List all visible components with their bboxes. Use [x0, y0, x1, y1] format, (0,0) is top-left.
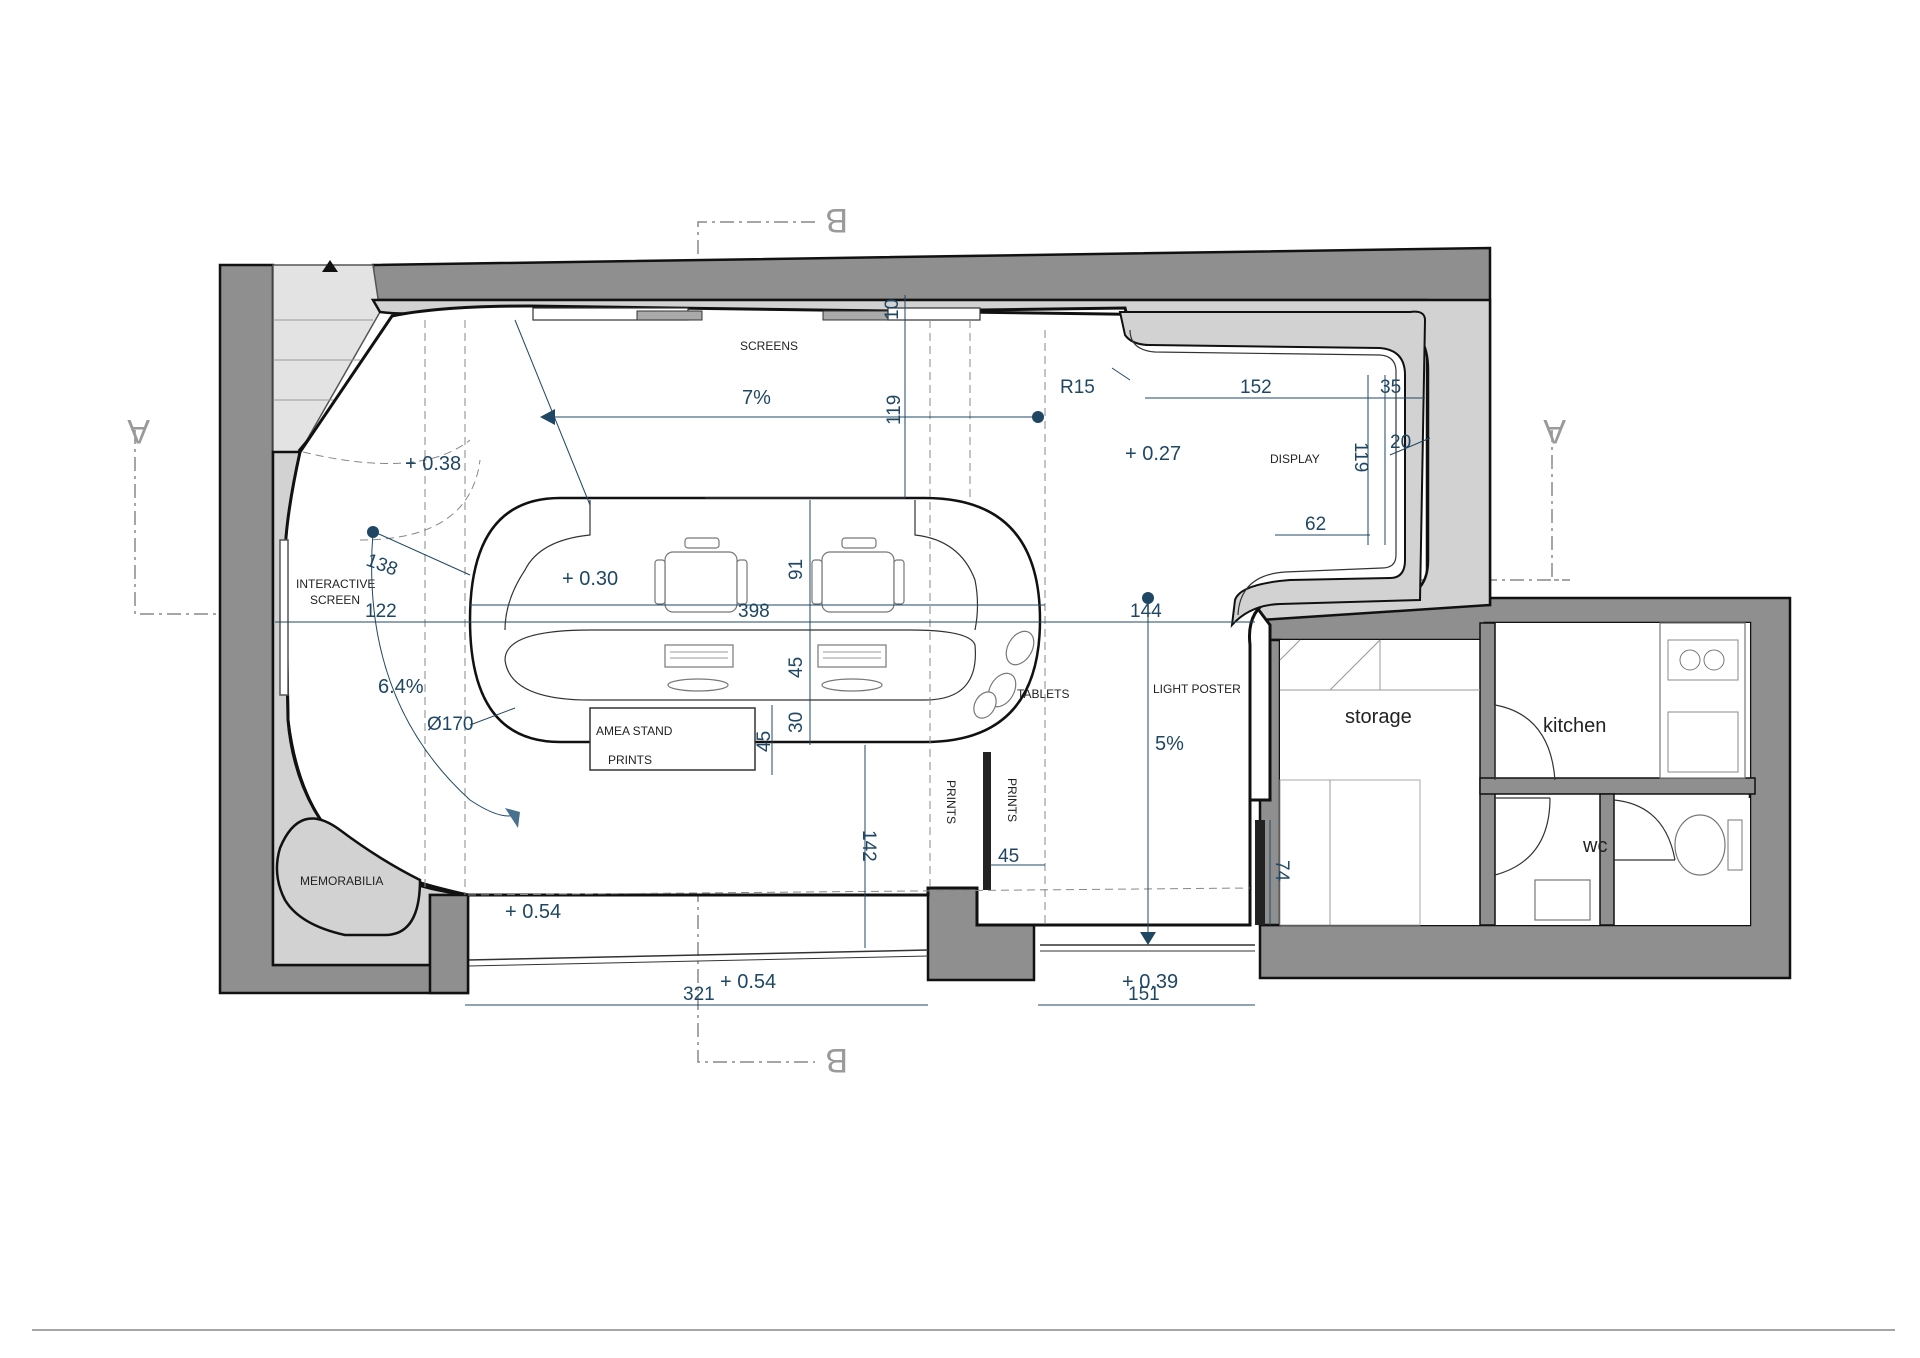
section-mark-a-left: A	[127, 412, 150, 450]
amea-stand-label: AMEA STAND	[596, 724, 673, 738]
screens-label: SCREENS	[740, 339, 798, 353]
dim-10: 10	[882, 299, 903, 320]
level-054-outside: + 0.54	[720, 971, 776, 993]
interactive-screen-label-2: SCREEN	[310, 593, 360, 607]
annex: storage kitchen wc	[1279, 622, 1756, 926]
level-038: + 0.38	[405, 453, 461, 475]
amea-prints-label: PRINTS	[608, 753, 652, 767]
dim-119-top: 119	[884, 395, 905, 425]
slope-5: 5%	[1155, 733, 1184, 755]
level-054-inside: + 0.54	[505, 901, 561, 923]
dashed-guides	[302, 320, 1251, 925]
prints-left-label: PRINTS	[944, 780, 958, 824]
dimension-lines	[275, 295, 1431, 1006]
front-wall-left	[428, 893, 470, 995]
prints-panel	[983, 752, 991, 890]
section-mark-b-bottom: B	[825, 1041, 848, 1079]
screens: SCREENS	[532, 307, 981, 353]
dim-119-right: 119	[1350, 442, 1371, 472]
chair-left	[654, 537, 748, 613]
dim-321: 321	[683, 984, 715, 1005]
dim-62: 62	[1305, 514, 1326, 535]
light-poster-label: LIGHT POSTER	[1153, 682, 1241, 696]
dim-35: 35	[1380, 377, 1401, 398]
dim-144: 144	[1130, 601, 1162, 622]
kitchen-label: kitchen	[1543, 715, 1606, 737]
dim-45-table: 45	[786, 657, 807, 678]
dim-20: 20	[1390, 432, 1411, 453]
wc-label: wc	[1582, 835, 1607, 857]
level-027: + 0.27	[1125, 443, 1181, 465]
dim-45-stand: 45	[754, 731, 775, 752]
dim-151: 151	[1128, 984, 1160, 1005]
dim-74: 74	[1271, 860, 1292, 882]
interactive-screen-label-1: INTERACTIVE	[296, 577, 375, 591]
prints-panel-2	[1255, 820, 1265, 925]
memorabilia-label: MEMORABILIA	[300, 874, 383, 888]
storage-label: storage	[1345, 706, 1412, 728]
dim-142: 142	[858, 830, 879, 862]
chair-right	[811, 537, 905, 613]
dim-122: 122	[365, 601, 397, 622]
tablets-label: TABLETS	[1017, 687, 1069, 701]
storefront-glazing	[467, 944, 1255, 967]
dim-398: 398	[738, 601, 770, 622]
display-label: DISPLAY	[1270, 452, 1320, 466]
dim-r15: R15	[1060, 377, 1095, 398]
dim-152: 152	[1240, 377, 1272, 398]
dim-91: 91	[786, 559, 807, 580]
section-mark-b-top: B	[825, 201, 848, 239]
workstation-left	[664, 644, 734, 692]
dim-30: 30	[786, 712, 807, 733]
section-mark-a-right: A	[1543, 412, 1566, 450]
memorabilia-case: MEMORABILIA	[275, 817, 422, 937]
dim-45-prints: 45	[998, 846, 1019, 867]
central-table: TABLETS	[468, 496, 1069, 744]
display-niche	[1118, 310, 1427, 629]
slope-7: 7%	[742, 387, 771, 409]
slope-6-4: 6.4%	[378, 676, 424, 698]
dim-170: Ø170	[427, 714, 473, 735]
amea-stand: AMEA STAND PRINTS	[589, 707, 756, 771]
workstation-right	[817, 644, 887, 692]
section-line-b	[697, 221, 815, 1063]
interactive-screen	[279, 539, 289, 696]
tablets	[973, 630, 1035, 719]
level-039: + 0.39	[1122, 971, 1178, 993]
prints-right-label: PRINTS	[1005, 778, 1019, 822]
level-030: + 0.30	[562, 568, 618, 590]
